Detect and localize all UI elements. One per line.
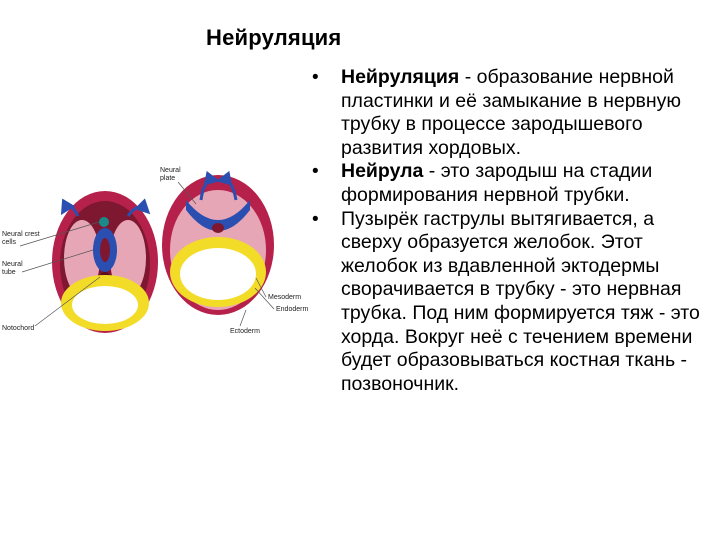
label-neural-tube-2: tube — [2, 269, 16, 276]
bullet-icon: • — [312, 161, 319, 183]
bullet-term: Нейруляция — [341, 66, 460, 88]
label-neural-crest: Neural crest — [2, 231, 40, 238]
bullet-icon: • — [312, 208, 319, 230]
neurulation-diagram: Neural plate Neural crest cells Neural t… — [2, 167, 308, 335]
bullet-text: - это зародыш на стадии формирования нер… — [341, 160, 653, 206]
bullet-item-neurula: • Нейрула - это зародыш на стадии формир… — [312, 160, 707, 207]
bullet-text: Пузырёк гаструлы вытягивается, а сверху … — [341, 207, 700, 395]
label-endoderm: Endoderm — [276, 306, 308, 313]
slide-title: Нейруляция — [206, 25, 342, 50]
label-ectoderm: Ectoderm — [230, 328, 260, 335]
label-neural-plate: Neural — [160, 167, 181, 174]
bullet-term: Нейрула — [341, 160, 424, 183]
embryo-neural-plate-stage — [162, 170, 274, 315]
bullet-icon: • — [312, 67, 319, 88]
label-neural-tube: Neural — [2, 261, 23, 268]
bullet-list: • Нейруляция - образование нервной пласт… — [312, 66, 707, 396]
label-neural-plate-2: plate — [160, 175, 175, 182]
label-notochord: Notochord — [2, 325, 34, 332]
bullet-item-neurulation: • Нейруляция - образование нервной пласт… — [312, 66, 707, 160]
label-neural-crest-2: cells — [2, 239, 17, 246]
bullet-text: - образование нервной пластинки и её зам… — [341, 66, 682, 159]
label-mesoderm: Mesoderm — [268, 294, 301, 301]
embryo-neural-tube-stage — [52, 191, 158, 333]
bullet-item-gastrula: • Пузырёк гаструлы вытягивается, а сверх… — [312, 208, 707, 397]
